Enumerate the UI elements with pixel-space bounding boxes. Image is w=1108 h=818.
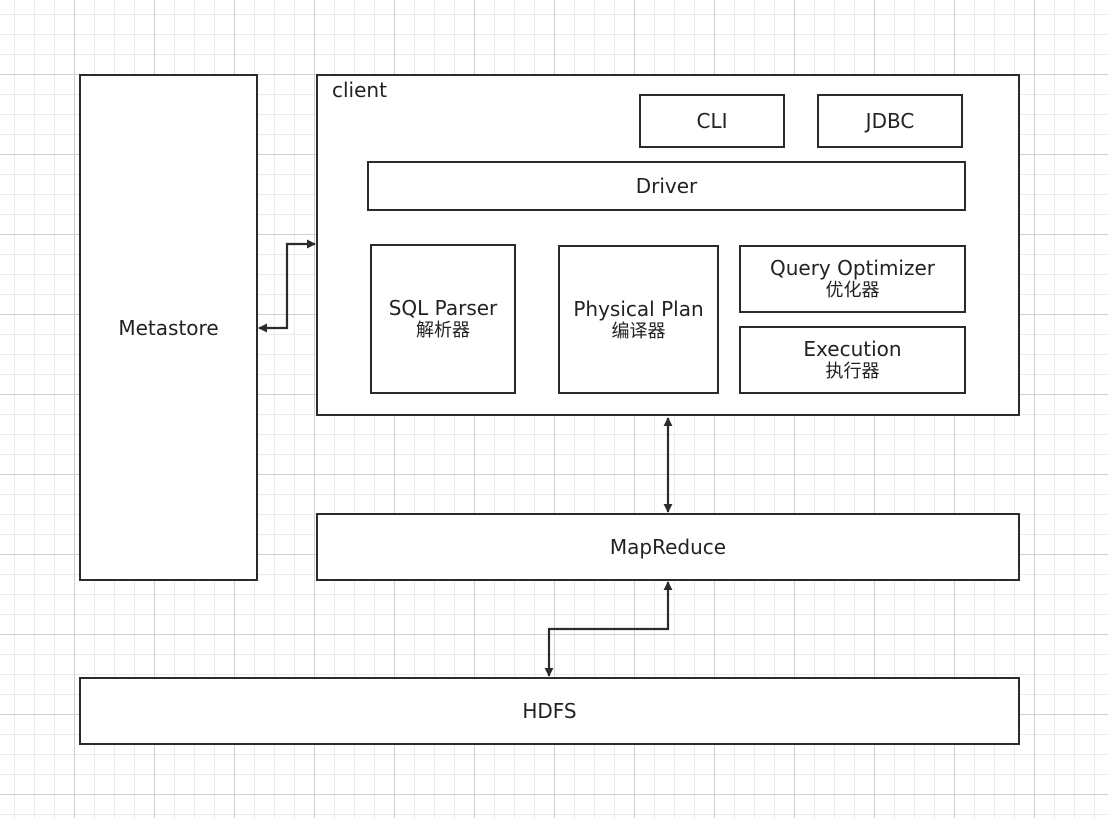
cli-box[interactable]: CLI xyxy=(639,94,785,148)
query-optimizer-label: Query Optimizer xyxy=(769,256,936,280)
metastore-client-connector xyxy=(258,239,316,333)
client-title: client xyxy=(332,78,387,102)
mapreduce-hdfs-connector xyxy=(544,581,673,677)
physical-plan-label: Physical Plan xyxy=(573,296,704,321)
metastore-box[interactable]: Metastore xyxy=(79,74,258,581)
execution-sublabel: 执行器 xyxy=(825,361,880,382)
driver-box[interactable]: Driver xyxy=(367,161,966,211)
jdbc-label: JDBC xyxy=(865,109,915,133)
query-optimizer-box[interactable]: Query Optimizer 优化器 xyxy=(739,245,966,313)
sql-parser-box[interactable]: SQL Parser 解析器 xyxy=(370,244,516,394)
hdfs-box[interactable]: HDFS xyxy=(79,677,1020,745)
physical-plan-sublabel: 编译器 xyxy=(611,320,666,342)
driver-label: Driver xyxy=(635,174,698,198)
jdbc-box[interactable]: JDBC xyxy=(817,94,963,148)
execution-label: Execution xyxy=(803,337,902,361)
sql-parser-label: SQL Parser xyxy=(388,296,498,320)
sql-parser-sublabel: 解析器 xyxy=(416,320,470,341)
execution-box[interactable]: Execution 执行器 xyxy=(739,326,966,394)
mapreduce-box[interactable]: MapReduce xyxy=(316,513,1020,581)
query-optimizer-sublabel: 优化器 xyxy=(825,280,880,301)
mapreduce-label: MapReduce xyxy=(609,535,727,559)
metastore-label: Metastore xyxy=(118,315,219,340)
physical-plan-box[interactable]: Physical Plan 编译器 xyxy=(558,245,719,394)
hdfs-label: HDFS xyxy=(522,699,577,723)
cli-label: CLI xyxy=(696,109,728,133)
